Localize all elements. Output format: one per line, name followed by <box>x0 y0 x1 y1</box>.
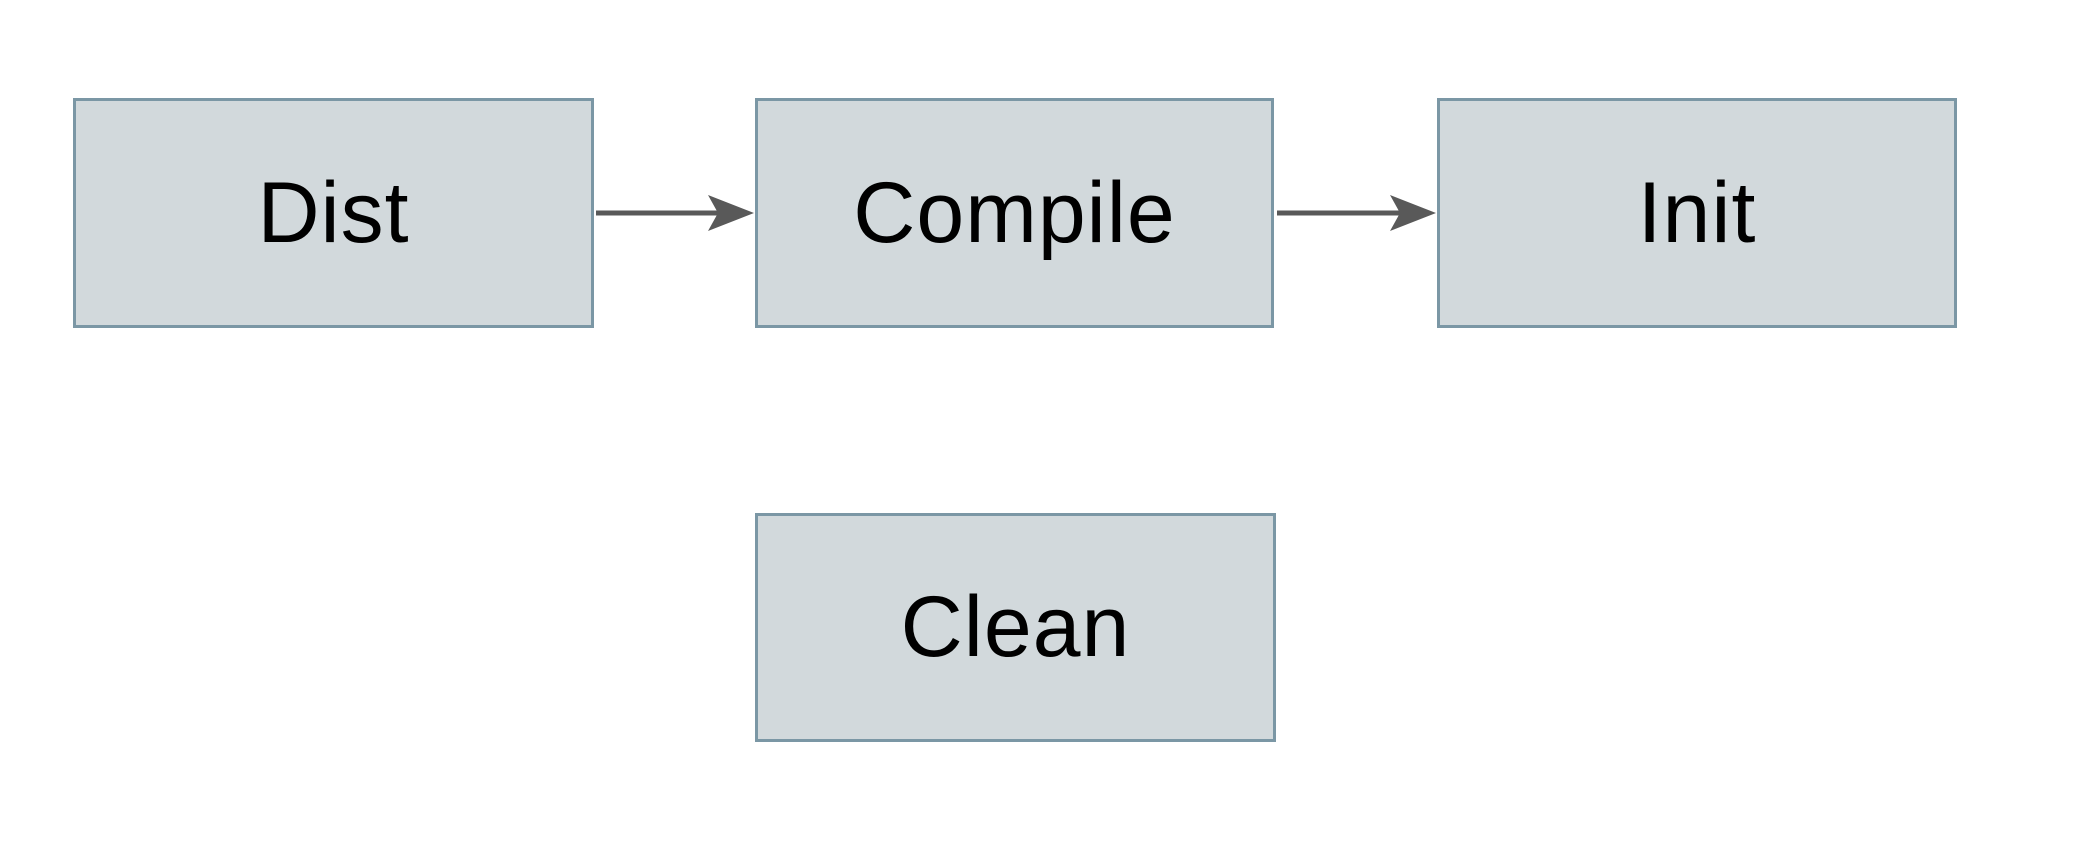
arrow-compile-to-init <box>1277 195 1436 231</box>
node-clean-label: Clean <box>900 579 1131 675</box>
arrow-dist-to-compile <box>596 195 754 231</box>
node-clean[interactable]: Clean <box>755 513 1276 742</box>
node-compile[interactable]: Compile <box>755 98 1274 328</box>
node-dist-label: Dist <box>257 164 410 261</box>
node-init-label: Init <box>1637 164 1757 261</box>
node-dist[interactable]: Dist <box>73 98 594 328</box>
node-init[interactable]: Init <box>1437 98 1957 328</box>
node-compile-label: Compile <box>853 164 1176 261</box>
